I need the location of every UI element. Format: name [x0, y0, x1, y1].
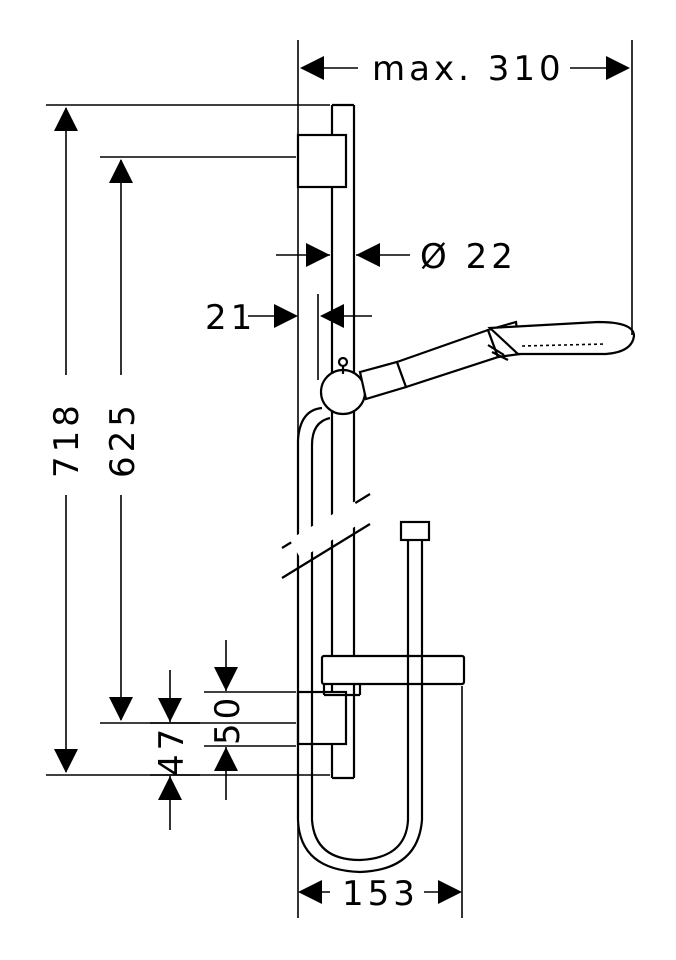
- break-marks: [281, 493, 371, 579]
- dimension-max-reach: max. 310: [300, 40, 633, 335]
- dimension-hose-width: 153: [298, 686, 463, 918]
- dimension-wall-offset: 21: [205, 294, 372, 380]
- handshower: [358, 320, 636, 401]
- shower-hose: [296, 406, 424, 874]
- bracket-spacing-label: 625: [103, 401, 143, 478]
- max-reach-label: max. 310: [372, 49, 565, 89]
- dimension-bottom-offset: 47: [150, 670, 200, 830]
- dimension-rail-diameter: Ø 22: [276, 237, 517, 277]
- wall-offset-label: 21: [205, 298, 256, 338]
- dimension-shelf-offset: 50: [204, 640, 296, 800]
- hose-connector: [399, 520, 431, 542]
- dimension-total-height: 718: [46, 104, 330, 776]
- shelf-offset-label: 50: [208, 694, 248, 745]
- bottom-offset-label: 47: [152, 725, 192, 776]
- dimension-bracket-spacing: 625: [100, 156, 296, 724]
- hose-width-label: 153: [342, 874, 419, 914]
- shelf: [320, 654, 466, 697]
- top-bracket: [296, 133, 348, 189]
- total-height-label: 718: [47, 401, 87, 478]
- rail-diameter-label: Ø 22: [420, 237, 517, 277]
- handshower-holder: [319, 356, 367, 416]
- bottom-bracket: [296, 690, 348, 746]
